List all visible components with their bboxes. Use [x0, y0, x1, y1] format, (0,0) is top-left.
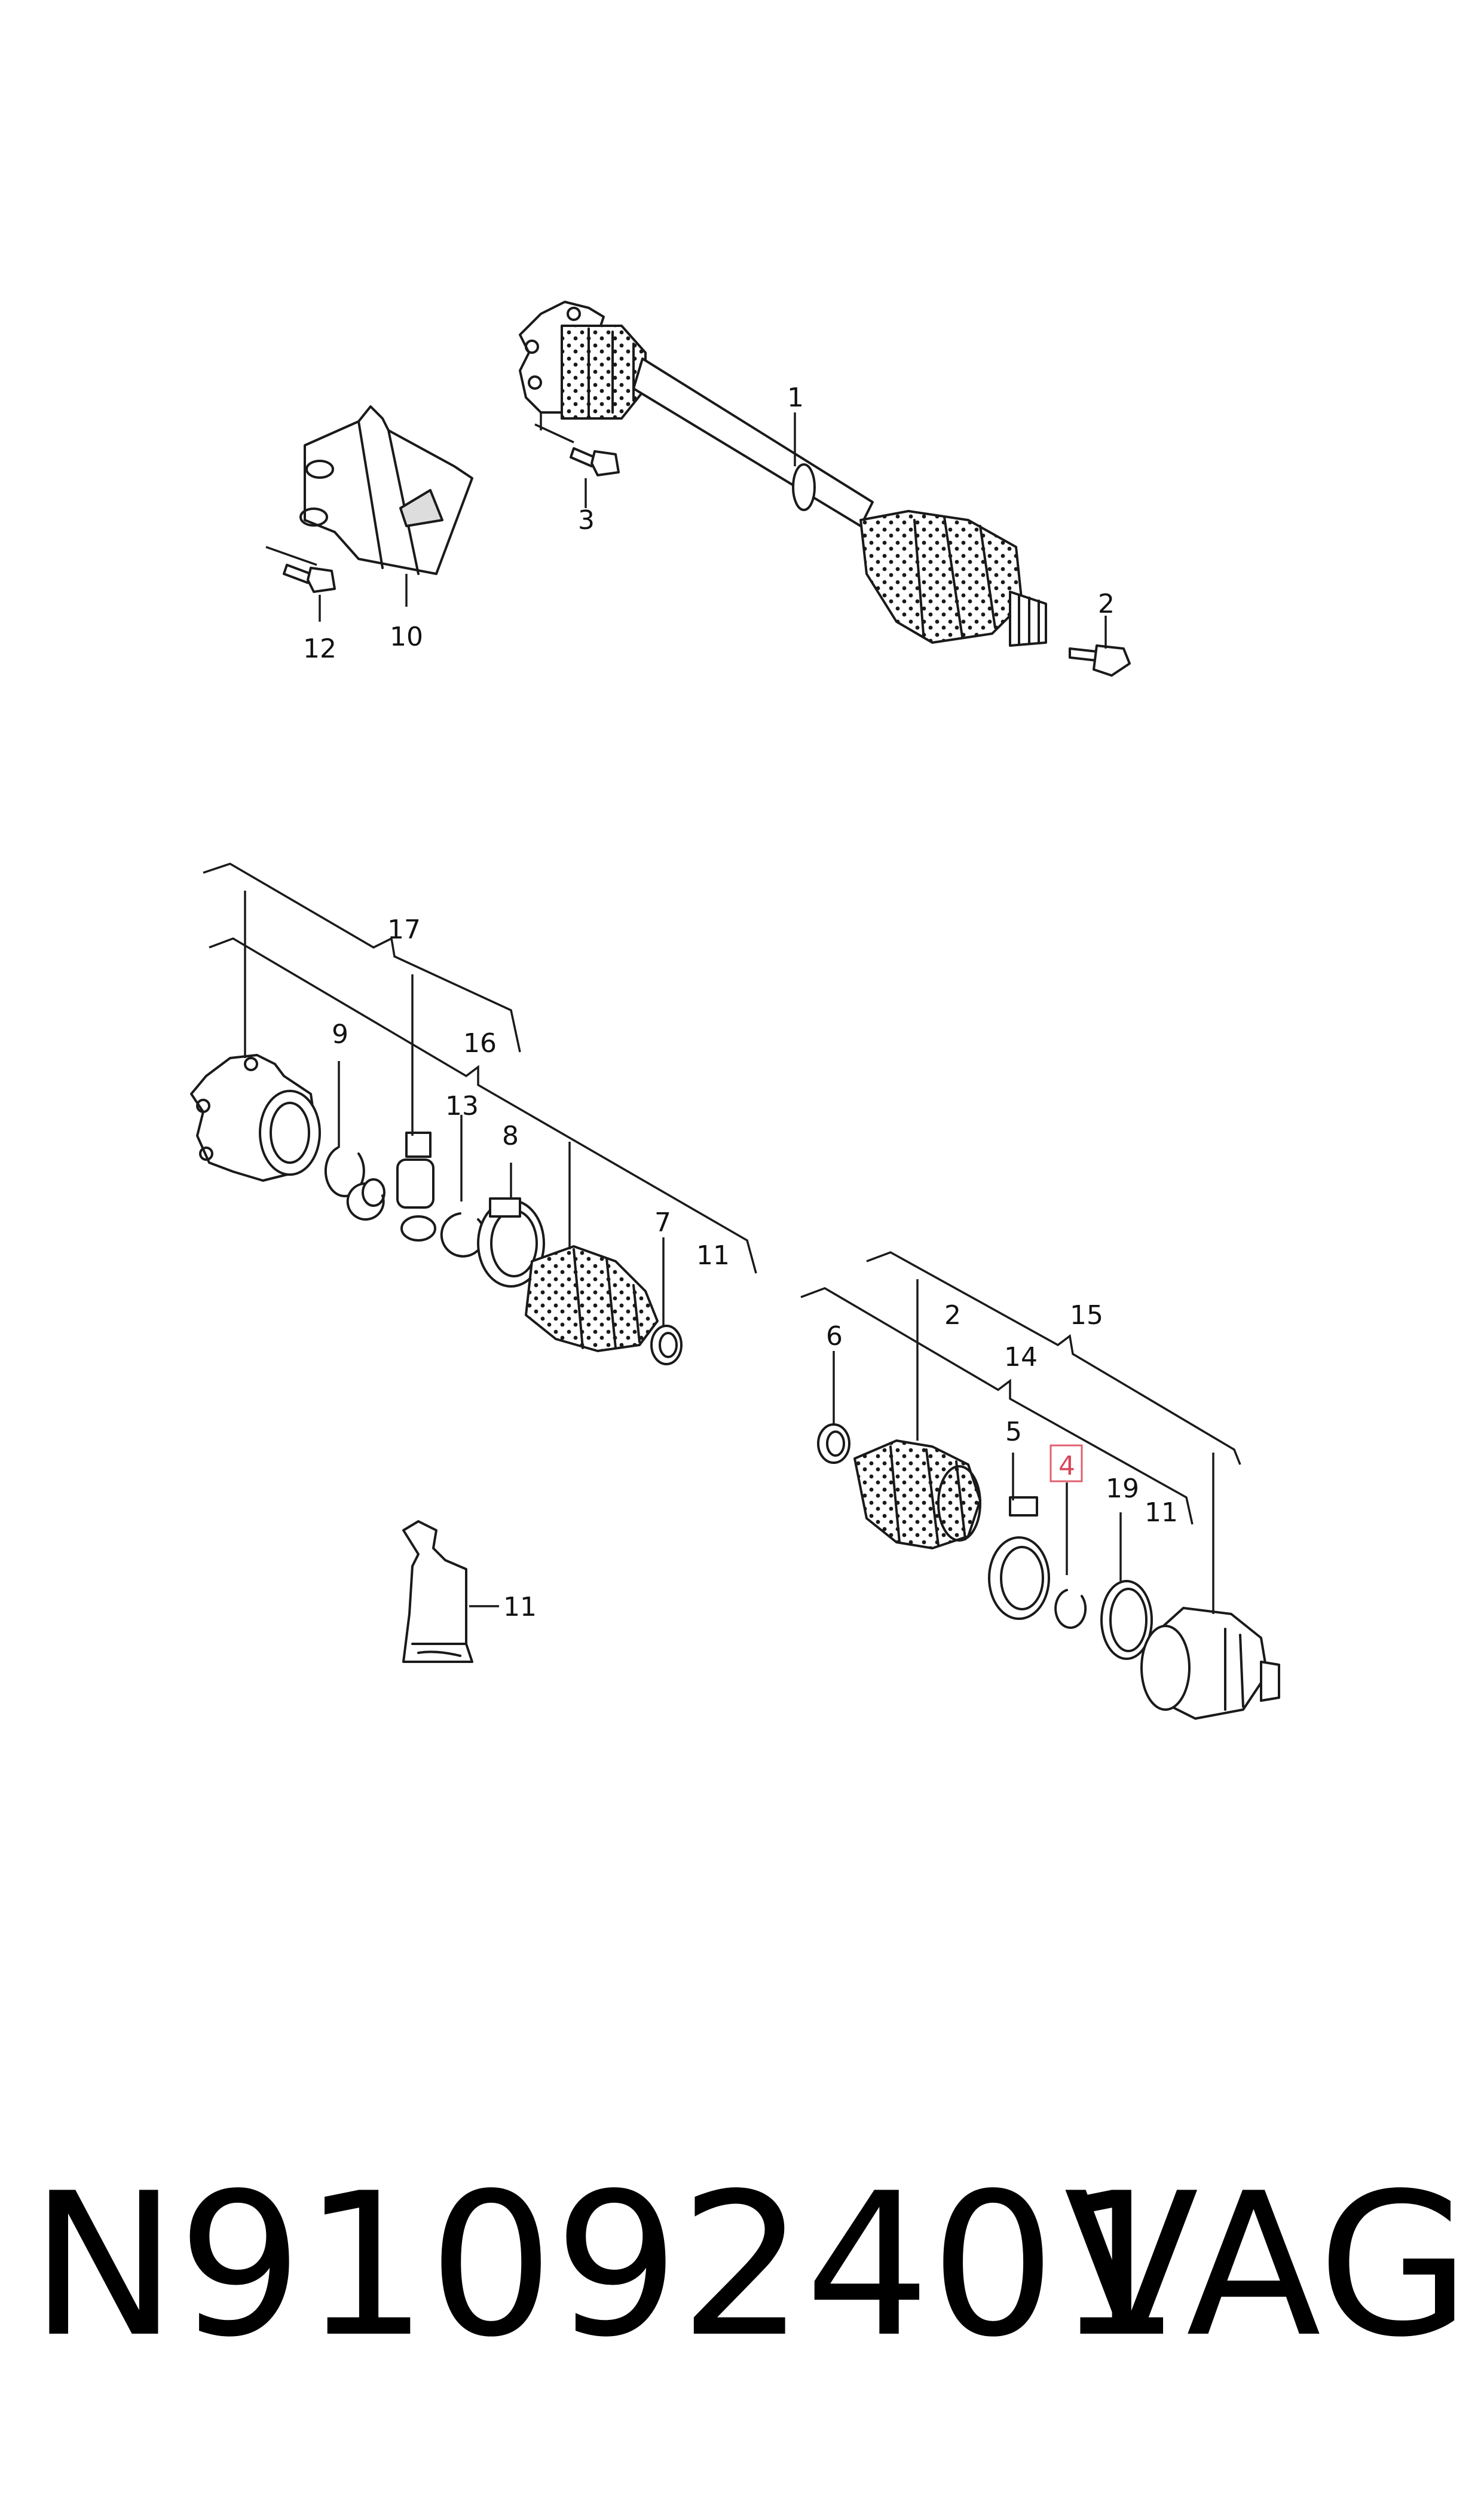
callout-label: 7 [654, 1207, 671, 1238]
bolt-2-part [1069, 644, 1131, 677]
grease-tube-part [402, 1520, 473, 1663]
callout-label: 19 [1106, 1473, 1139, 1504]
callout-label: 16 [463, 1028, 497, 1059]
heat-shield-part [299, 405, 473, 575]
callout-label: 3 [578, 505, 595, 536]
leader-lines [203, 412, 1241, 1614]
exploded-parts-diagram: 1 2 3 10 12 17 16 9 13 8 7 11 2 15 14 6 … [190, 301, 1280, 1720]
callout-label: 11 [1145, 1497, 1178, 1528]
highlight-box [1049, 1444, 1083, 1482]
outer-joint-kit [817, 1423, 1280, 1720]
callout-label: 15 [1070, 1300, 1103, 1331]
bolt-3-part [570, 447, 620, 476]
callout-label: 2 [1098, 589, 1115, 619]
callout-label: 14 [1004, 1342, 1038, 1372]
inner-joint-kit [190, 1054, 683, 1365]
bolt-12-part [283, 564, 336, 593]
callout-label: 5 [1005, 1417, 1022, 1447]
callout-label: 13 [445, 1091, 479, 1121]
callout-label: 12 [303, 634, 336, 664]
callout-label: 2 [944, 1300, 961, 1331]
part-number: N91092401 [30, 2151, 1182, 2380]
callout-label: 8 [502, 1121, 519, 1151]
brand-name: VAG [1064, 2151, 1471, 2380]
callout-label: 11 [696, 1240, 730, 1271]
callout-label: 9 [332, 1019, 348, 1050]
callout-label: 11 [503, 1592, 537, 1622]
callout-label: 6 [826, 1321, 843, 1352]
callout-label: 1 [787, 383, 804, 413]
callout-label: 17 [387, 915, 421, 945]
callout-label-highlighted: 4 [1058, 1451, 1075, 1481]
callout-label: 10 [390, 622, 423, 652]
